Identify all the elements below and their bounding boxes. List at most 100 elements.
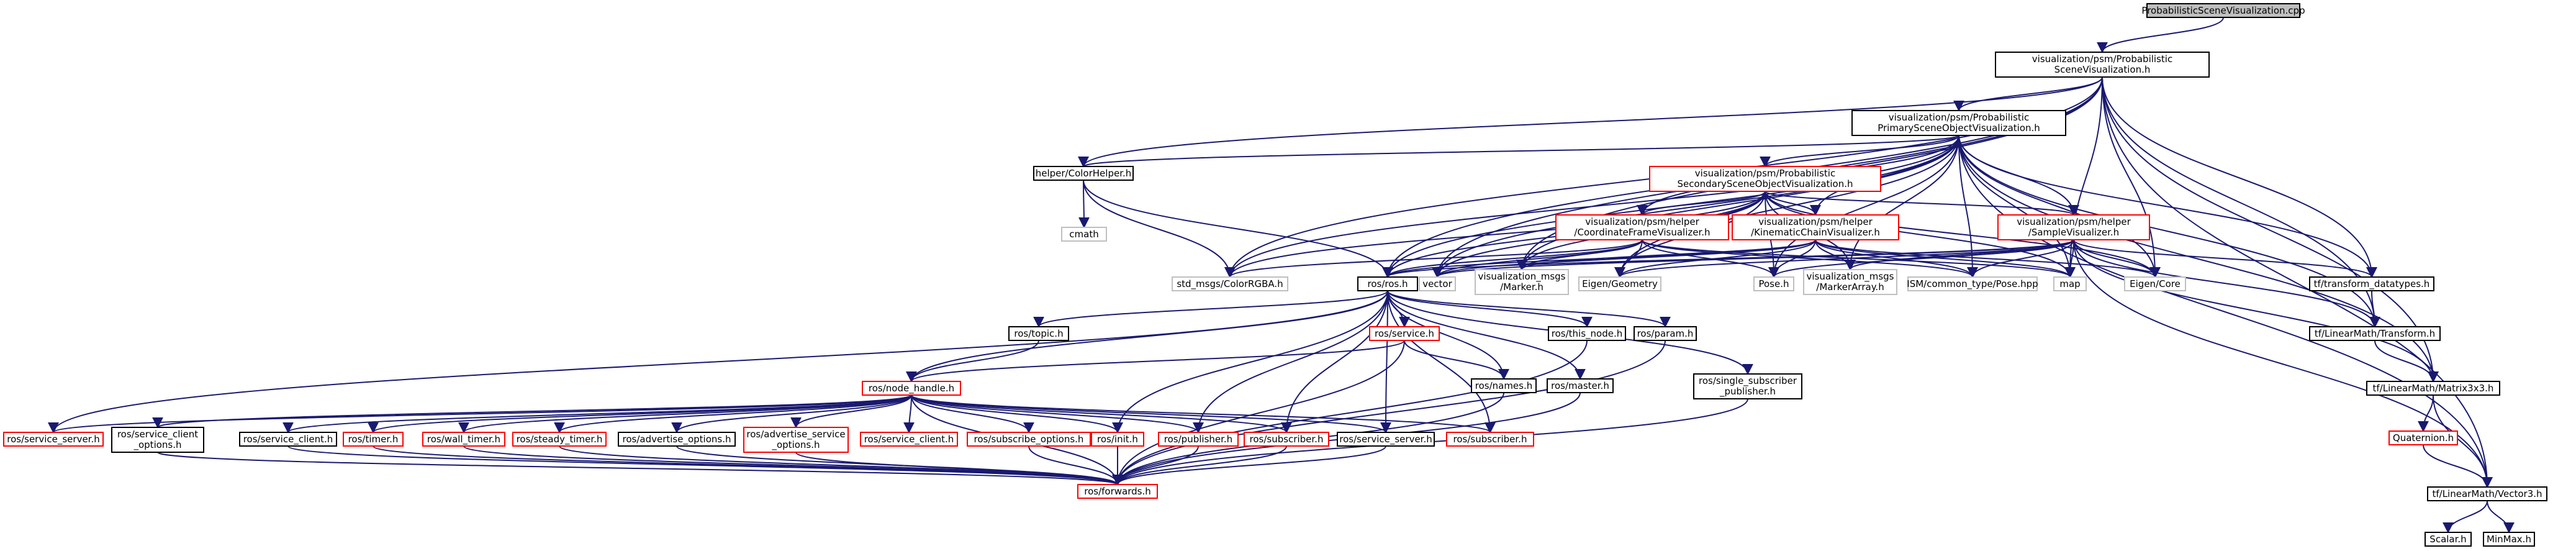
- node-kcv[interactable]: visualization/psm/helper/KinematicChainV…: [1732, 214, 1899, 240]
- node-cmath[interactable]: cmath: [1061, 227, 1107, 242]
- node-nodehandle[interactable]: ros/node_handle.h: [862, 381, 961, 396]
- node-serviceclient2[interactable]: ros/service_client.h: [860, 432, 958, 447]
- node-minmax[interactable]: MinMax.h: [2483, 532, 2535, 547]
- node-quaternion[interactable]: Quaternion.h: [2388, 430, 2458, 445]
- edge-kcv-to-ismpose: [1815, 239, 1978, 278]
- node-vector[interactable]: vector: [1419, 276, 1456, 291]
- node-sv[interactable]: visualization/psm/helper/SampleVisualize…: [1997, 214, 2150, 240]
- edge-rosh-to-serviceserver2: [1380, 290, 1392, 434]
- node-tfdt[interactable]: tf/transform_datatypes.h: [2309, 276, 2434, 291]
- node-marker[interactable]: visualization_msgs/Marker.h: [1475, 269, 1569, 295]
- node-label: SceneVisualization.h: [2054, 64, 2151, 75]
- node-box: [1634, 326, 1697, 341]
- node-ppsov[interactable]: visualization/psm/ProbabilisticPrimarySc…: [1851, 110, 2066, 136]
- node-serviceserver2[interactable]: ros/service_server.h: [1337, 432, 1435, 447]
- node-label: ros/master.h: [1551, 380, 1609, 391]
- node-sco[interactable]: ros/service_client_options.h: [111, 427, 204, 453]
- node-singlesub[interactable]: ros/single_subscriber_publisher.h: [1693, 373, 1802, 399]
- node-label: ros/advertise_options.h: [623, 434, 731, 445]
- node-label: ros/timer.h: [348, 434, 399, 445]
- node-box: [1803, 269, 1897, 295]
- node-names[interactable]: ros/names.h: [1471, 378, 1537, 393]
- node-pssov[interactable]: visualization/psm/ProbabilisticSecondary…: [1649, 166, 1881, 192]
- edge-tfdt-to-tftransform: [2369, 290, 2380, 328]
- node-box: [862, 381, 961, 396]
- node-label: ros/advertise_service: [746, 429, 845, 440]
- node-subscriber2[interactable]: ros/subscriber.h: [1446, 432, 1534, 447]
- node-thisnode[interactable]: ros/this_node.h: [1548, 326, 1626, 341]
- node-rosh[interactable]: ros/ros.h: [1357, 276, 1418, 291]
- node-tftransform[interactable]: tf/LinearMath/Transform.h: [2309, 326, 2441, 341]
- node-label: ISM/common_type/Pose.hpp: [1907, 278, 2038, 290]
- node-box: [1555, 214, 1729, 240]
- edge-pssov-to-kcv: [1765, 191, 1821, 216]
- node-cfv[interactable]: visualization/psm/helper/CoordinateFrame…: [1555, 214, 1729, 240]
- node-subscriber1[interactable]: ros/subscriber.h: [1244, 432, 1329, 447]
- edge-ppsov-to-eigencore: [1958, 135, 2161, 278]
- node-box: [1732, 214, 1899, 240]
- node-steadytimer[interactable]: ros/steady_timer.h: [512, 432, 607, 447]
- node-box: [512, 432, 607, 447]
- node-label: ros/init.h: [1097, 434, 1138, 445]
- edge-quaternion-to-vector3: [2423, 444, 2493, 488]
- edge-root-to-psv: [2097, 17, 2224, 53]
- node-root[interactable]: ProbabilisticSceneVisualization.cpp: [2141, 3, 2305, 18]
- edge-matrix3x3-to-vector3: [2433, 394, 2493, 488]
- edge-rosh-to-nodehandle: [906, 290, 1388, 383]
- node-advsvcopts[interactable]: ros/advertise_service_options.h: [743, 427, 849, 453]
- node-label: tf/LinearMath/Matrix3x3.h: [2373, 383, 2494, 394]
- edge-nodehandle-to-subopts: [911, 394, 1034, 434]
- node-box: [1693, 373, 1802, 399]
- node-master[interactable]: ros/master.h: [1547, 378, 1614, 393]
- node-box: [2483, 532, 2535, 547]
- node-ismpose[interactable]: ISM/common_type/Pose.hpp: [1907, 276, 2038, 291]
- node-map[interactable]: map: [2053, 276, 2087, 291]
- edge-pssov-to-cfv: [1637, 191, 1766, 216]
- edge-cfv-to-colorrgba: [1224, 239, 1643, 278]
- node-eigencore[interactable]: Eigen/Core: [2124, 276, 2186, 291]
- node-vector3[interactable]: tf/LinearMath/Vector3.h: [2427, 486, 2547, 501]
- node-label: ros/steady_timer.h: [517, 434, 603, 445]
- edge-sv-to-eigencore: [2073, 239, 2161, 278]
- edge-servicehdr-to-forwards: [1112, 340, 1405, 486]
- node-label: /SampleVisualizer.h: [2028, 227, 2119, 238]
- node-subopts[interactable]: ros/subscribe_options.h: [967, 432, 1091, 447]
- node-colorhelper[interactable]: helper/ColorHelper.h: [1033, 166, 1134, 181]
- edge-nodehandle-to-subscriber2: [911, 394, 1496, 434]
- node-markerarray[interactable]: visualization_msgs/MarkerArray.h: [1803, 269, 1897, 295]
- node-timer[interactable]: ros/timer.h: [343, 432, 404, 447]
- node-publisher[interactable]: ros/publisher.h: [1158, 432, 1239, 447]
- node-box: [1369, 326, 1440, 341]
- edge-vector3-to-minmax: [2487, 500, 2515, 534]
- node-scalar[interactable]: Scalar.h: [2425, 532, 2472, 547]
- node-matrix3x3[interactable]: tf/LinearMath/Matrix3x3.h: [2366, 381, 2500, 396]
- node-servicehdr[interactable]: ros/service.h: [1369, 326, 1440, 341]
- node-box: [2053, 276, 2087, 291]
- edge-colorhelper-to-cmath: [1078, 180, 1090, 229]
- node-label: visualization/psm/helper: [2017, 216, 2131, 227]
- node-label: Eigen/Core: [2130, 278, 2181, 289]
- node-walltimer[interactable]: ros/wall_timer.h: [422, 432, 505, 447]
- node-colorrgba[interactable]: std_msgs/ColorRGBA.h: [1172, 276, 1288, 291]
- node-box: [860, 432, 958, 447]
- node-box: [1997, 214, 2150, 240]
- node-label: ros/subscriber.h: [1453, 434, 1527, 445]
- node-box: [1547, 378, 1614, 393]
- node-init[interactable]: ros/init.h: [1091, 432, 1144, 447]
- node-topic[interactable]: ros/topic.h: [1008, 326, 1069, 341]
- node-box: [1337, 432, 1435, 447]
- node-param[interactable]: ros/param.h: [1634, 326, 1697, 341]
- node-poseh[interactable]: Pose.h: [1753, 276, 1794, 291]
- edge-pssov-to-sv: [1765, 191, 2079, 216]
- node-eigengeom[interactable]: Eigen/Geometry: [1578, 276, 1661, 291]
- node-serviceclient1[interactable]: ros/service_client.h: [239, 432, 337, 447]
- node-box: [1851, 110, 2066, 136]
- node-box: [1033, 166, 1134, 181]
- node-advopts[interactable]: ros/advertise_options.h: [618, 432, 736, 447]
- edge-rosh-to-names: [1387, 290, 1509, 380]
- node-psv[interactable]: visualization/psm/ProbabilisticSceneVisu…: [1995, 52, 2210, 78]
- node-serviceserver1[interactable]: ros/service_server.h: [3, 432, 104, 447]
- node-forwards[interactable]: ros/forwards.h: [1077, 484, 1158, 499]
- edge-cfv-to-ismpose: [1642, 239, 1978, 278]
- node-box: [1907, 276, 2038, 291]
